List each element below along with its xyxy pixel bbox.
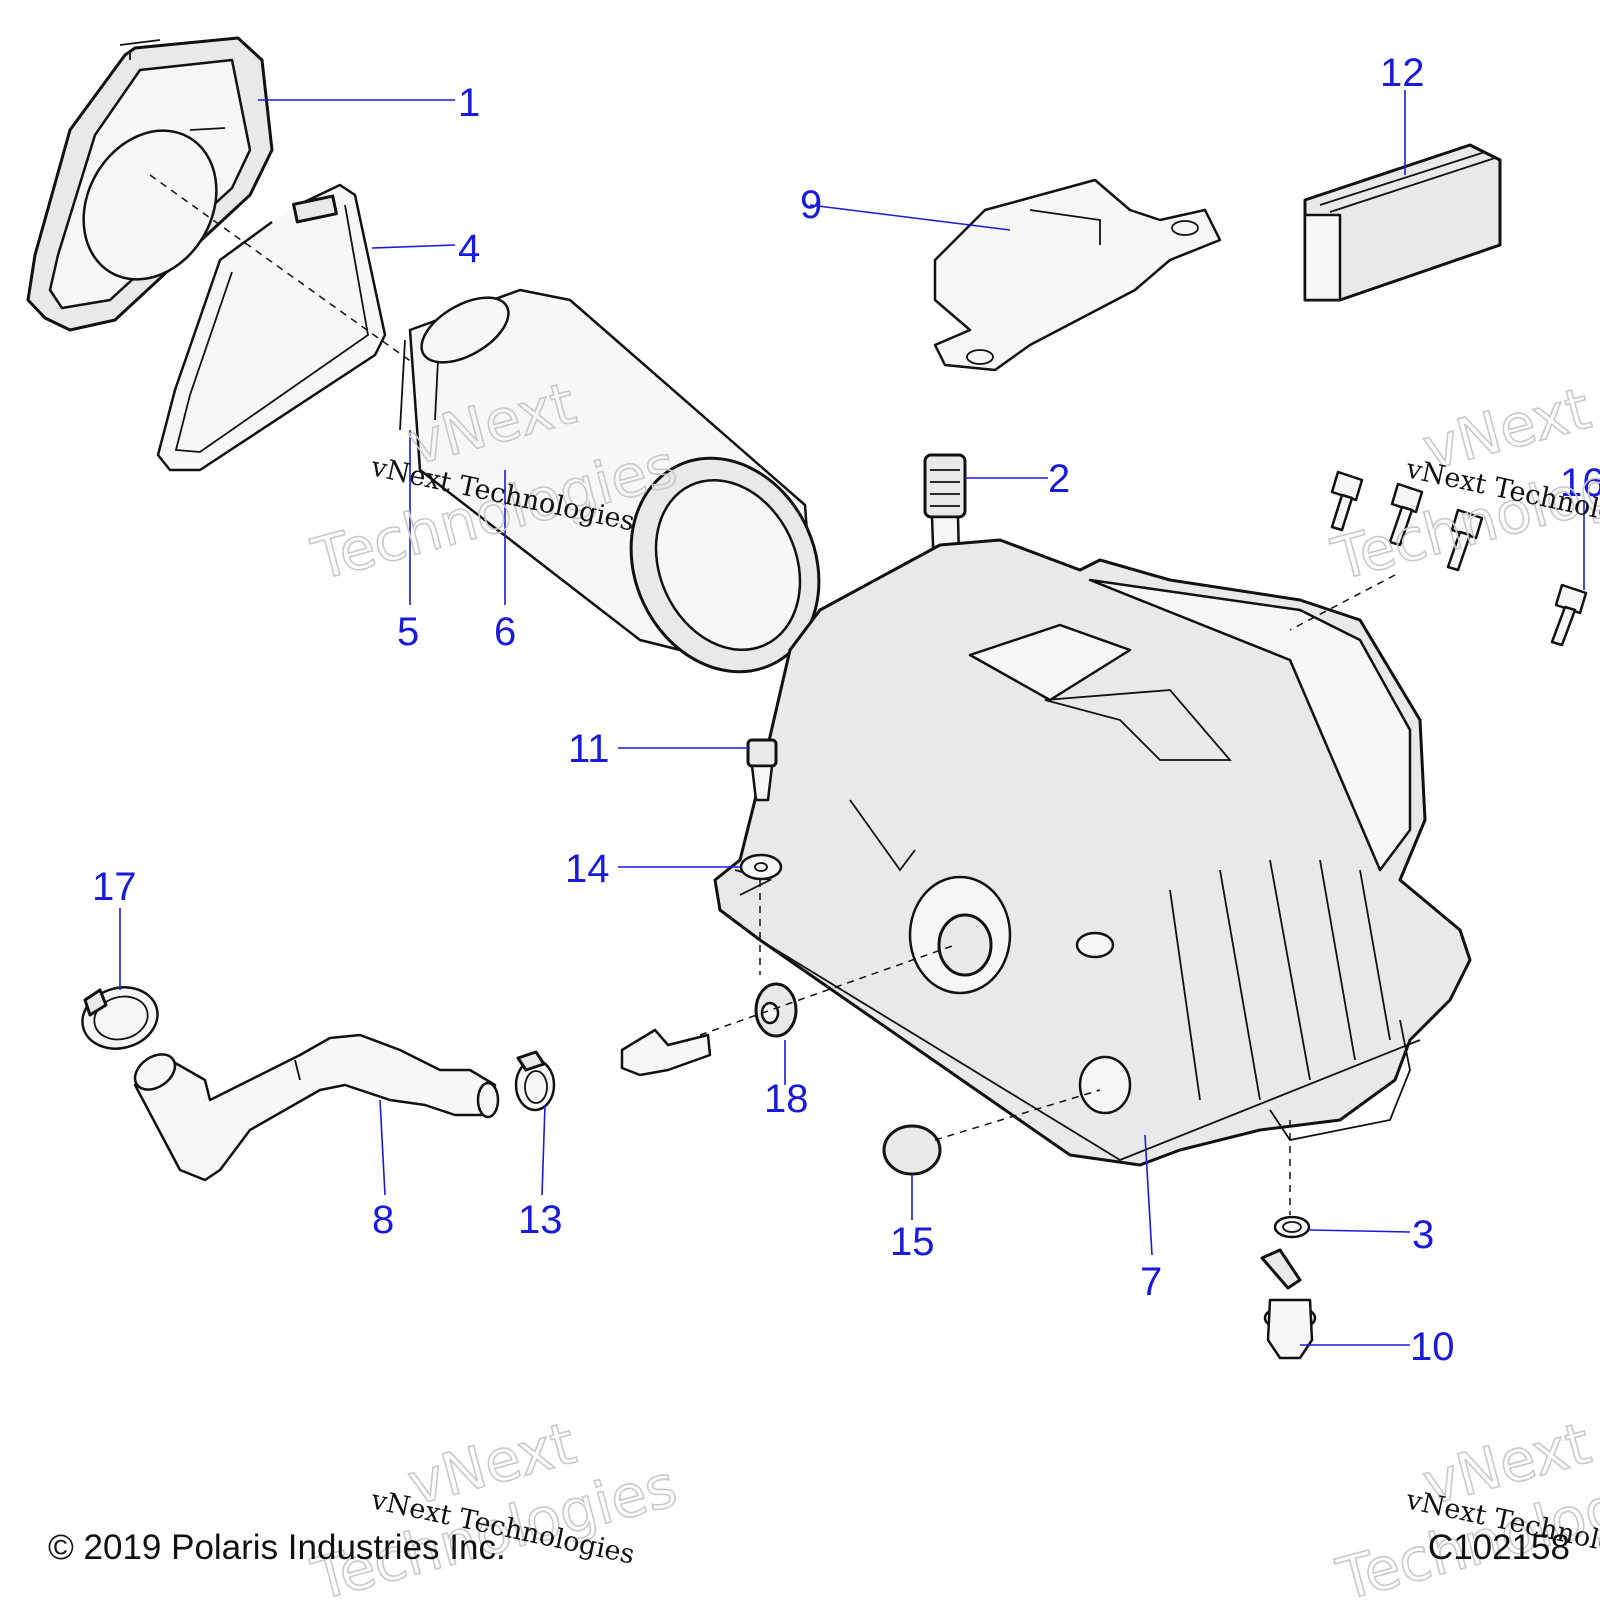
part-6-air-filter xyxy=(399,288,821,674)
part-4-seal xyxy=(156,183,387,472)
callout-13: 13 xyxy=(518,1198,563,1242)
callout-11: 11 xyxy=(568,727,610,771)
callout-3: 3 xyxy=(1412,1213,1434,1257)
callout-18: 18 xyxy=(764,1077,809,1121)
callout-16: 16 xyxy=(1560,461,1600,505)
part-1-inlet-duct xyxy=(26,36,274,332)
part-11-bolt xyxy=(746,738,778,802)
diagram-code: C102158 xyxy=(1427,1528,1570,1567)
assembly-line-e xyxy=(934,1089,1101,1141)
leader-lines xyxy=(119,90,1585,1346)
callout-6: 6 xyxy=(494,610,516,654)
part-12-foam-strip xyxy=(1303,143,1502,302)
callout-10: 10 xyxy=(1410,1325,1455,1369)
callout-15: 15 xyxy=(890,1220,935,1264)
callout-12: 12 xyxy=(1380,51,1425,95)
part-17-clamp xyxy=(81,986,159,1050)
copyright-text: © 2019 Polaris Industries Inc. xyxy=(48,1528,506,1567)
watermark-bottom-right: vNext Technologies vNext Technologies xyxy=(1329,1408,1600,1605)
part-14-washer xyxy=(739,853,783,881)
part-9-cover xyxy=(933,178,1222,372)
assembly-line-b xyxy=(1289,574,1396,631)
part-16-screws xyxy=(1330,470,1588,647)
watermark-top-right: vNext Technologies vNext Technologies xyxy=(1324,373,1600,594)
part-8-hose xyxy=(133,1033,500,1182)
assembly-line-d xyxy=(699,944,956,1036)
watermark-bottom-center: vNext Technologies vNext Technologies xyxy=(304,1408,684,1605)
callout-17: 17 xyxy=(92,865,137,909)
part-13-clamp xyxy=(514,1050,556,1112)
callout-1: 1 xyxy=(458,81,480,125)
callout-5: 5 xyxy=(397,610,419,654)
part-7-airbox-housing xyxy=(713,538,1472,1167)
callout-7: 7 xyxy=(1140,1260,1162,1304)
sensor-plug xyxy=(620,1028,712,1077)
part-10-drain-valve xyxy=(1260,1248,1317,1360)
callout-14: 14 xyxy=(565,847,610,891)
callout-2: 2 xyxy=(1048,457,1070,501)
callout-8: 8 xyxy=(372,1198,394,1242)
callout-9: 9 xyxy=(800,183,822,227)
callout-labels: 1 2 3 4 5 6 7 8 9 10 11 12 13 14 15 16 1… xyxy=(92,51,1600,1369)
part-18-grommet xyxy=(754,982,798,1038)
part-3-o-ring xyxy=(1273,1215,1311,1239)
callout-4: 4 xyxy=(458,227,480,271)
part-15-plug xyxy=(882,1124,942,1176)
